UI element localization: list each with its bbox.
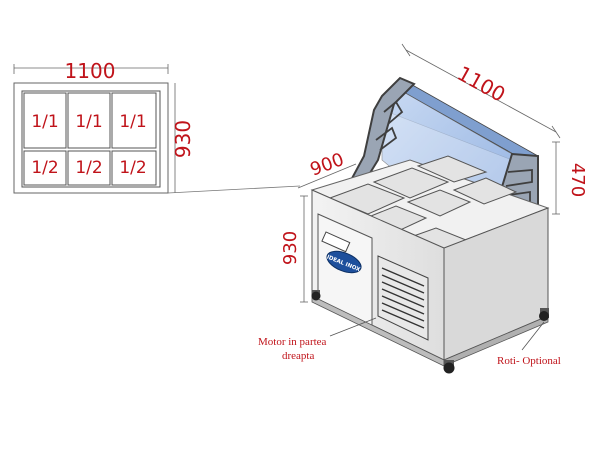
wheel xyxy=(443,360,455,374)
pan-label: 1/1 xyxy=(31,112,58,132)
pan-cell xyxy=(67,150,111,186)
dimension-tick xyxy=(551,125,561,139)
unit-width-dimension-line xyxy=(405,49,557,133)
wheels-leader-line xyxy=(521,321,545,351)
pan-opening xyxy=(452,177,518,205)
grille-slats xyxy=(381,267,425,329)
hood-left-rib xyxy=(383,100,404,125)
motor-note-line2: dreapta xyxy=(282,350,314,362)
unit-height-label: 930 xyxy=(280,231,301,265)
pan-cell xyxy=(23,150,67,186)
dimension-tick xyxy=(401,43,411,57)
top-view: 1100 1/1 1/1 1/1 1/2 1/2 1/2 930 xyxy=(13,59,301,194)
hood-left-rib xyxy=(375,126,398,151)
view-connector-line xyxy=(167,185,301,194)
pan-opening xyxy=(406,189,472,217)
top-depth-label: 930 xyxy=(171,120,195,158)
annotations: Motor in partea dreapta Roti- Optional xyxy=(258,317,561,367)
pan-label: 1/2 xyxy=(75,158,102,178)
unit-depth-dimension-line xyxy=(297,163,357,189)
wheel xyxy=(539,308,549,321)
control-panel xyxy=(321,231,351,253)
motor-leader-line xyxy=(329,317,377,337)
unit-depth-label: 900 xyxy=(307,149,346,180)
top-width-label: 1100 xyxy=(65,59,116,83)
unit-width-label: 1100 xyxy=(453,61,509,107)
pan-cell xyxy=(111,92,157,149)
pan-label: 1/2 xyxy=(119,158,146,178)
pan-label: 1/1 xyxy=(119,112,146,132)
motor-note-line1: Motor in partea xyxy=(258,336,327,348)
pan-cell xyxy=(23,92,67,149)
hood-right-rib xyxy=(505,169,533,187)
pan-cell xyxy=(111,150,157,186)
pan-label: 1/1 xyxy=(75,112,102,132)
wheel xyxy=(311,290,321,301)
pan-cell xyxy=(67,92,111,149)
wheels-note: Roti- Optional xyxy=(497,355,561,367)
pan-opening xyxy=(372,167,450,199)
pan-label: 1/2 xyxy=(31,158,58,178)
pan-opening xyxy=(416,155,488,183)
hood-height-label: 470 xyxy=(567,163,588,197)
refrigerated-display-unit: IDEAL INOX xyxy=(310,76,550,374)
